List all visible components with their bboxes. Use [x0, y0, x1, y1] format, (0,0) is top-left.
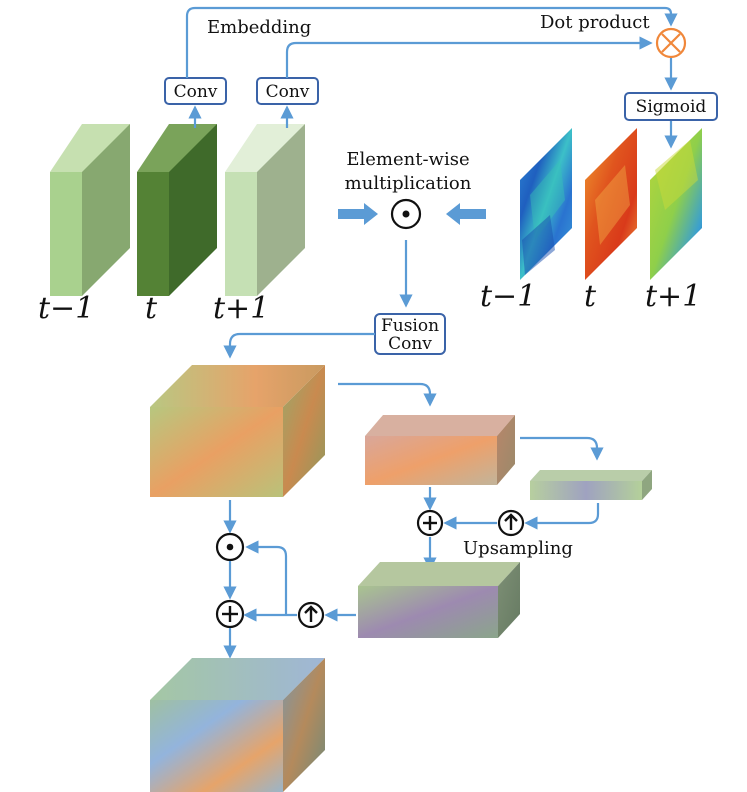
frame-label-left-2: t+1: [213, 291, 269, 326]
add-node-lower: [215, 599, 245, 629]
dot-product-label: Dot product: [540, 12, 650, 33]
frame-label-left-0: t−1: [38, 291, 94, 326]
add-node-upper: [416, 509, 444, 537]
arrow-upsample-to-mult: [245, 540, 288, 615]
conv-2-label: Conv: [266, 82, 310, 102]
frame-t-block: [137, 124, 217, 296]
fusion-label-line1: Fusion: [381, 316, 439, 336]
feature-cube-2: [365, 415, 515, 485]
arrow-cube1-to-cube2: [338, 382, 437, 407]
element-wise-label-line1: Element-wise: [346, 149, 469, 170]
conv-1-label: Conv: [174, 82, 218, 102]
fat-arrow-left-in: [338, 203, 378, 225]
arrow-embedding-line: [185, 6, 678, 78]
element-wise-mult-node: [390, 198, 422, 230]
upsample-node-upper: [497, 509, 525, 537]
fusion-label-line2: Conv: [388, 334, 432, 354]
sigmoid-label: Sigmoid: [636, 97, 707, 117]
sigmoid-box: Sigmoid: [624, 92, 718, 121]
conv-box-1: Conv: [164, 77, 227, 105]
frame-label-right-2: t+1: [645, 279, 701, 314]
arrow-cube3-to-upsample: [524, 503, 600, 530]
attention-map-t-plus-1: [650, 128, 702, 280]
output-cube: [150, 658, 325, 792]
feature-cube-1: [150, 365, 325, 497]
feature-cube-4: [358, 562, 520, 638]
frame-label-right-0: t−1: [480, 279, 536, 314]
arrow-fusion-to-cube1: [223, 332, 375, 359]
upsample-node-lower: [297, 601, 325, 629]
attention-map-t: [585, 128, 637, 280]
attention-map-t-minus-1: [520, 128, 572, 280]
feature-cube-3: [530, 470, 652, 500]
fat-arrow-right-in: [446, 203, 486, 225]
embedding-label: Embedding: [207, 17, 311, 38]
frame-t-minus-1-block: [50, 124, 130, 296]
frame-label-right-1: t: [584, 279, 597, 314]
arrow-cube2-to-cube3: [520, 436, 604, 461]
arrow-conv2-to-dot: [285, 36, 653, 78]
frame-label-left-1: t: [145, 291, 158, 326]
element-wise-label-line2: multiplication: [345, 173, 472, 194]
element-wise-mult-node-lower: [215, 532, 245, 562]
fusion-conv-box: Fusion Conv: [374, 313, 446, 355]
dot-product-node: [655, 27, 687, 59]
conv-box-2: Conv: [256, 77, 319, 105]
upsampling-label: Upsampling: [463, 538, 573, 559]
frame-t-plus-1-block: [225, 124, 305, 296]
